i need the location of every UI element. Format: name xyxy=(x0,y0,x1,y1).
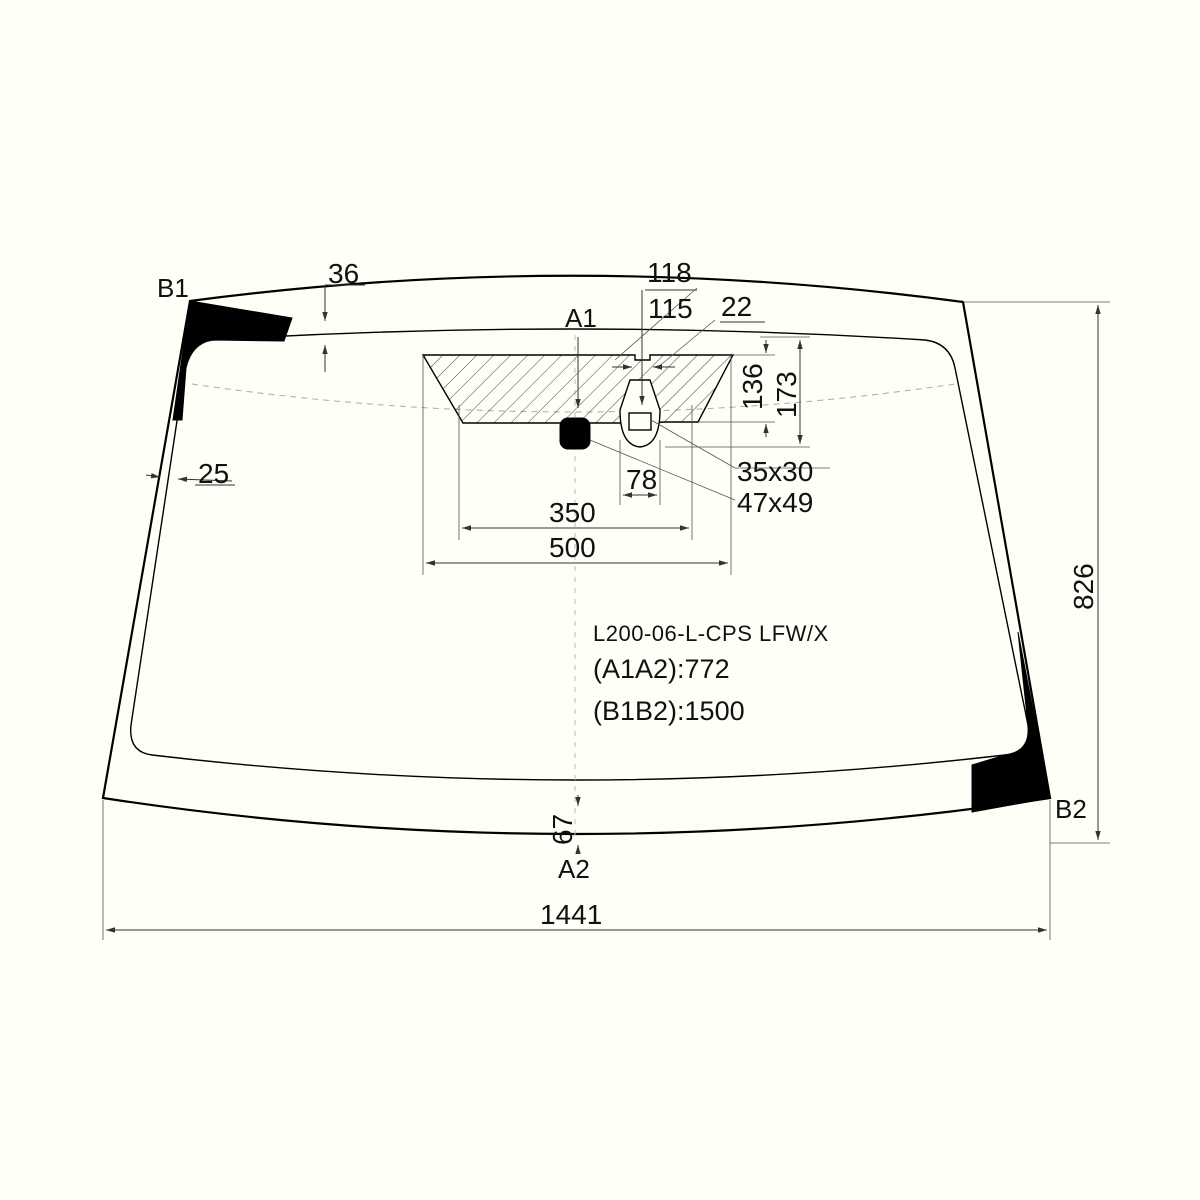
info-a1a2: (A1A2):772 xyxy=(593,654,730,684)
dim-118: 118 xyxy=(647,257,692,288)
dim-sensor-large: 47x49 xyxy=(737,487,813,518)
dim-band-bottom: 67 xyxy=(547,814,578,845)
dim-sensor-small: 35x30 xyxy=(737,456,813,487)
guide-curve xyxy=(191,383,956,413)
rain-sensor-pad xyxy=(559,417,591,450)
dim-136: 136 xyxy=(737,363,768,410)
dim-height: 826 xyxy=(1068,563,1099,610)
label-a2: A2 xyxy=(558,854,590,884)
dim-173: 173 xyxy=(771,371,802,418)
dim-500: 500 xyxy=(549,532,596,563)
dim-width: 1441 xyxy=(540,899,602,930)
dim-band-top: 36 xyxy=(328,258,359,289)
sensor-window xyxy=(628,412,652,431)
dim-350: 350 xyxy=(549,497,596,528)
label-a1: A1 xyxy=(565,303,597,333)
info-b1b2: (B1B2):1500 xyxy=(593,696,745,726)
dim-22: 22 xyxy=(721,291,752,322)
label-b2: B2 xyxy=(1055,794,1087,824)
part-code: L200-06-L-CPS LFW/X xyxy=(593,621,829,646)
corner-mark-b2 xyxy=(971,631,1051,813)
corner-mark-b1 xyxy=(172,300,293,421)
label-b1: B1 xyxy=(157,273,189,303)
dim-band-side: 25 xyxy=(198,458,229,489)
dim-78: 78 xyxy=(626,464,657,495)
dim-115: 115 xyxy=(648,293,693,324)
